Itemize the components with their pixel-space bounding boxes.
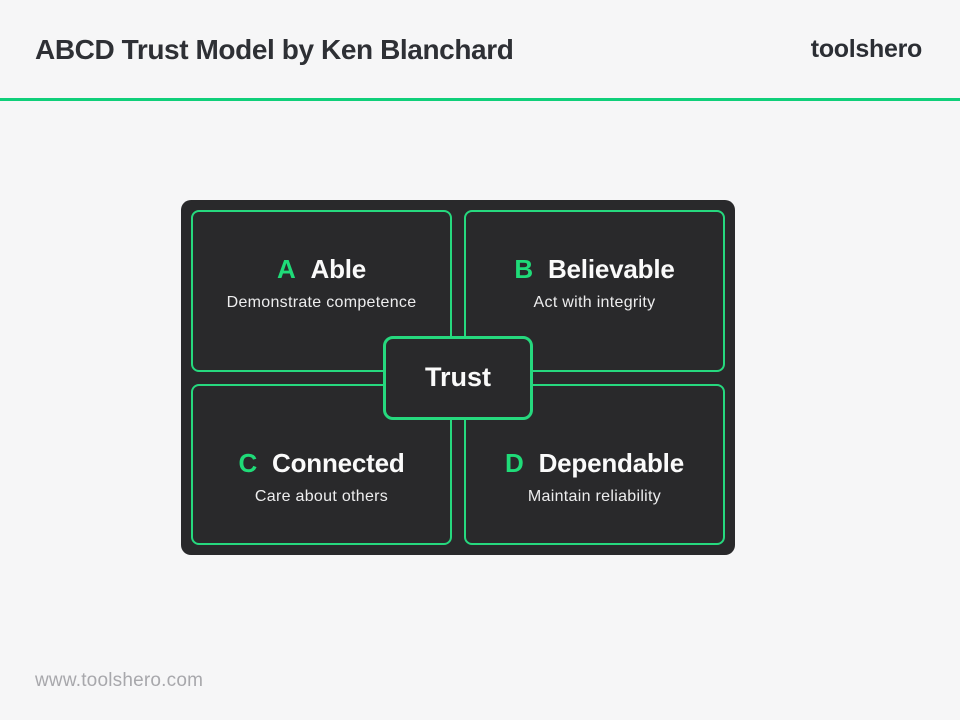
quadrant-description: Care about others bbox=[254, 488, 389, 506]
quadrant-description: Act with integrity bbox=[533, 293, 656, 311]
footer-url: www.toolshero.com bbox=[35, 670, 204, 691]
quadrant-letter: A bbox=[276, 253, 296, 284]
header-divider bbox=[0, 98, 960, 101]
header: ABCD Trust Model by Ken Blanchard toolsh… bbox=[35, 0, 922, 99]
quadrant-title: D Dependable bbox=[505, 448, 684, 479]
page-title: ABCD Trust Model by Ken Blanchard bbox=[35, 33, 514, 65]
quadrant-letter: D bbox=[505, 448, 524, 479]
trust-center-box: Trust bbox=[383, 335, 533, 420]
quadrant-description: Demonstrate competence bbox=[226, 293, 417, 311]
quadrant-title: C Connected bbox=[238, 448, 404, 479]
quadrant-letter: C bbox=[238, 448, 258, 479]
quadrant-name: Able bbox=[310, 253, 367, 284]
quadrant-name: Connected bbox=[272, 448, 405, 479]
quadrant-letter: B bbox=[514, 253, 533, 284]
quadrant-able: A Able Demonstrate competence bbox=[191, 210, 452, 372]
trust-label: Trust bbox=[424, 362, 491, 392]
quadrant-title: A Able bbox=[277, 254, 366, 285]
quadrant-description: Maintain reliability bbox=[527, 488, 662, 506]
quadrant-name: Dependable bbox=[538, 448, 685, 479]
quadrant-dependable: D Dependable Maintain reliability bbox=[464, 383, 725, 545]
abcd-trust-diagram: A Able Demonstrate competence B Believable… bbox=[181, 200, 735, 555]
quadrant-name: Believable bbox=[547, 253, 675, 284]
quadrant-connected: C Connected Care about others bbox=[191, 383, 452, 545]
quadrant-believable: B Believable Act with integrity bbox=[464, 210, 725, 372]
brand-logo: toolshero bbox=[810, 35, 923, 63]
quadrant-title: B Believable bbox=[514, 254, 674, 285]
